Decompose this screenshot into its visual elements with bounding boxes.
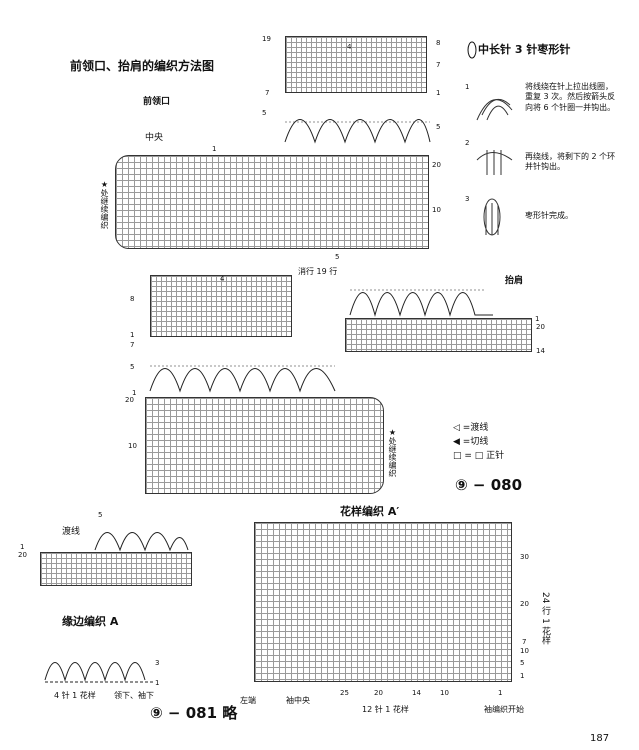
pattern-a-prime-grid: [254, 522, 512, 682]
neck-main-grid: [115, 155, 429, 249]
pattern-repeat-rows: 24 行 1 花样: [540, 592, 550, 645]
mid-top-grid: [150, 275, 292, 337]
border-a-title: 缘边编织 A: [62, 615, 119, 628]
border-repeat-label: 4 针 1 花样: [54, 691, 96, 700]
col-20: 20: [374, 689, 383, 697]
bl-row-20: 20: [18, 551, 27, 559]
shoulder-row-1: 1: [535, 315, 540, 323]
border-a-chart: [44, 662, 155, 683]
step-2-num: 2: [465, 139, 470, 147]
pat-row-20: 20: [520, 600, 529, 608]
step-2-text: 再绕线，将剩下的 2 个环并针钩出。: [525, 152, 616, 172]
step-1-illustration: [476, 98, 513, 121]
main-title: 前领口、抬肩的编织方法图: [70, 59, 215, 73]
neck-row-5: 5: [262, 109, 267, 117]
mid-row-10: 10: [128, 442, 137, 450]
border-placement-label: 领下、袖下: [114, 691, 154, 700]
step-2-illustration: [476, 150, 513, 175]
pat-row-1: 1: [520, 672, 525, 680]
repeat-label: 12 针 1 花样: [362, 705, 409, 714]
step-3-text: 枣形针完成。: [525, 211, 573, 220]
center-label: 中央: [145, 133, 164, 143]
start-label: 袖编织开始: [484, 705, 524, 714]
mid-row-20: 20: [125, 396, 134, 404]
mid-row-1: 1: [130, 331, 135, 339]
legend-cut: ◀ =切线: [453, 437, 489, 447]
bottom-left-grid: [40, 552, 192, 586]
neck-row-10: 10: [432, 206, 441, 214]
code-080: ⑨ − 080: [455, 476, 523, 494]
join-label-right: ★处继续编织: [388, 428, 397, 477]
border-row-3: 3: [155, 659, 160, 667]
neck-arches: [284, 119, 431, 144]
neck-row-1a: 1: [436, 89, 441, 97]
pat-row-10: 10: [520, 647, 529, 655]
mid-row-4: 4: [220, 275, 225, 283]
pat-row-30: 30: [520, 553, 529, 561]
shaping-rows-label: 消行 19 行: [298, 267, 338, 276]
pat-row-5: 5: [520, 659, 525, 667]
step-1-text: 将线绕在针上拉出线圈，重复 3 次。然后按箭头反向将 6 个针圈一并钩出。: [525, 82, 616, 112]
legend-same: □ = □ 正针: [453, 451, 505, 461]
col-1: 1: [498, 689, 503, 697]
neck-top-grid: [285, 36, 427, 93]
neck-row-19: 19: [262, 35, 271, 43]
neck-row-1b: 1: [212, 145, 217, 153]
mid-main-grid: [145, 397, 384, 494]
neck-row-7-left: 7: [265, 89, 270, 97]
mid-row-5: 5: [130, 363, 135, 371]
neck-row-20: 20: [432, 161, 441, 169]
neck-row-5-right: 5: [436, 123, 441, 131]
bottom-left-arches: [94, 532, 189, 552]
slip-label: 渡线: [62, 527, 81, 537]
front-neck-label: 前领口: [143, 97, 171, 107]
mid-row-7: 7: [130, 341, 135, 349]
code-081: ⑨ − 081 略: [150, 704, 238, 722]
col-10: 10: [440, 689, 449, 697]
step-3-num: 3: [465, 195, 470, 203]
sleeve-center-label: 袖中央: [286, 696, 310, 705]
shoulder-arches: [349, 289, 493, 317]
step-1-num: 1: [465, 83, 470, 91]
bobble-icon: [467, 41, 477, 59]
left-end-label: 左端: [240, 696, 256, 705]
neck-row-7: 7: [436, 61, 441, 69]
join-label-left: ★处继续编织: [100, 180, 109, 229]
page-number: 187: [590, 733, 610, 744]
neck-row-8: 8: [436, 39, 441, 47]
legend-slip: ◁ =渡线: [453, 423, 489, 433]
step-3-illustration: [483, 198, 501, 236]
pat-row-7: 7: [522, 638, 527, 646]
stitch-heading: 中长针 3 针枣形针: [478, 43, 571, 56]
col-14: 14: [412, 689, 421, 697]
shoulder-row-5: 5: [335, 253, 340, 261]
border-row-1: 1: [155, 679, 160, 687]
mid-arches: [149, 365, 336, 393]
mid-row-1b: 1: [132, 389, 137, 397]
mid-row-8: 8: [130, 295, 135, 303]
col-25: 25: [340, 689, 349, 697]
shoulder-row-20: 20: [536, 323, 545, 331]
bl-row-5: 5: [98, 511, 103, 519]
shoulder-label: 抬肩: [505, 276, 524, 286]
neck-row-4: 4: [347, 43, 352, 51]
pattern-a-prime-title: 花样编织 A′: [340, 505, 400, 518]
shoulder-row-14: 14: [536, 347, 545, 355]
bl-row-1: 1: [20, 543, 25, 551]
shoulder-grid: [345, 318, 532, 352]
